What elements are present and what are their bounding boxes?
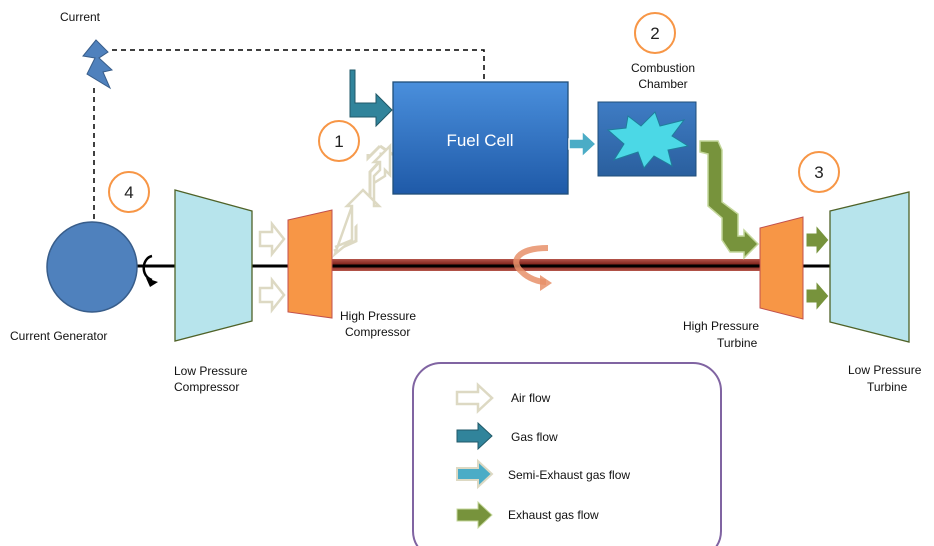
low-pressure-turbine <box>829 191 910 343</box>
semi-exhaust-flow-arrow-icon <box>456 458 494 490</box>
low-pressure-compressor <box>174 189 253 342</box>
fuel-cell-label: Fuel Cell <box>446 131 513 150</box>
marker-3 <box>798 151 840 193</box>
marker-2-label: 2 <box>650 24 659 43</box>
rotation-arrowhead-icon <box>540 275 552 291</box>
gas-flow-arrow-icon <box>456 421 493 451</box>
exhaust-flow-arrow-icon <box>699 140 760 260</box>
current-generator-label: Current Generator <box>10 329 107 343</box>
marker-4 <box>108 171 150 213</box>
lp-compressor-label-line1: Low Pressure <box>174 364 248 378</box>
current-label: Current <box>60 10 101 24</box>
air-flow-shape <box>332 142 392 258</box>
semi-exhaust-arrow-icon <box>568 129 598 159</box>
generator-rotation-icon <box>142 254 153 282</box>
high-pressure-turbine <box>759 216 804 320</box>
hp-compressor-label-line2: Compressor <box>345 325 410 339</box>
current-wire <box>93 49 485 226</box>
combustion-label-line2: Chamber <box>638 77 687 91</box>
lp-compressor-label-line2: Compressor <box>174 380 239 394</box>
lp-turbine-label-line2: Turbine <box>867 380 908 394</box>
lp-turbine-label-line1: Low Pressure <box>848 363 922 377</box>
current-generator <box>46 221 138 313</box>
marker-2 <box>634 12 676 54</box>
hp-turbine-label-line2: Turbine <box>717 336 758 350</box>
explosion-icon <box>606 111 690 169</box>
marker-3-label: 3 <box>814 163 823 182</box>
air-arrow-icon <box>258 276 286 314</box>
legend-semi-exhaust-flow: Semi-Exhaust gas flow <box>508 468 630 482</box>
air-arrow-icon <box>258 220 286 258</box>
exhaust-arrow-icon <box>805 223 830 257</box>
fuel-cell <box>392 81 569 195</box>
generator-rotation-arrowhead-icon <box>146 278 158 287</box>
legend-gas-flow: Gas flow <box>511 430 558 444</box>
high-pressure-compressor <box>287 209 333 319</box>
hp-turbine-label-line1: High Pressure <box>683 319 759 333</box>
air-flow-arrow-icon <box>455 382 494 414</box>
legend-box <box>412 362 722 546</box>
marker-4-label: 4 <box>124 183 133 202</box>
exhaust-arrow-icon <box>805 279 830 313</box>
combustion-label-line1: Combustion <box>631 61 695 75</box>
exhaust-flow-arrow-icon <box>456 500 493 530</box>
legend-exhaust-flow: Exhaust gas flow <box>508 508 599 522</box>
marker-1 <box>318 120 360 162</box>
gas-flow-arrow-icon <box>349 69 393 128</box>
legend: Air flow Gas flow Semi-Exhaust gas flow … <box>412 362 722 546</box>
marker-1-label: 1 <box>334 132 343 151</box>
rotation-arrow-icon <box>513 245 549 285</box>
legend-air-flow: Air flow <box>511 391 551 405</box>
lightning-bolt-icon <box>82 39 114 90</box>
hp-compressor-label-line1: High Pressure <box>340 309 416 323</box>
